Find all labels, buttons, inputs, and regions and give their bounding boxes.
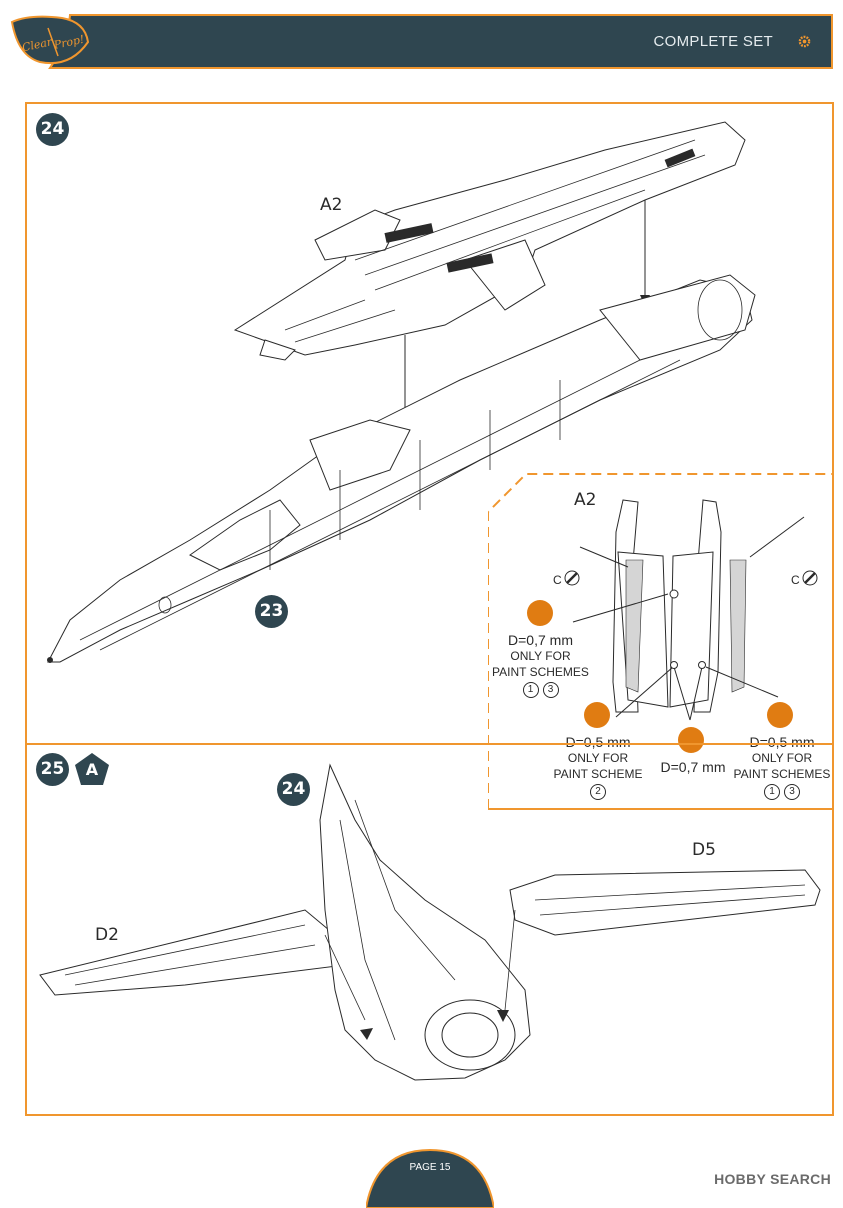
hole-3-note: D=0,7 mm [653,759,733,775]
page-tab-shape [366,1148,494,1208]
wing-assembly-drawing [39,763,821,1081]
part-d5-label: D5 [692,840,716,860]
clear-prop-logo: Clear Prop! [21,27,86,57]
hole-1-line1: ONLY FOR [510,649,571,663]
drill-icon [767,702,793,728]
drill-icon [584,702,610,728]
part-d2-label: D2 [95,925,119,945]
scheme-3: 3 [784,784,800,800]
scheme-1: 1 [764,784,780,800]
hole-4-size: D=0,5 mm [749,734,815,750]
hole-3-size: D=0,7 mm [660,759,726,775]
hole-1-size: D=0,7 mm [508,632,573,648]
svg-text:Clear: Clear [21,35,54,54]
inset-border [488,473,834,810]
cement-right-label: C [791,573,800,587]
scheme-3: 3 [542,682,559,698]
hole-4-line2: PAINT SCHEMES [733,767,831,781]
scheme-1: 1 [522,682,539,698]
cement-icon [564,570,580,586]
watermark: HOBBY SEARCH [714,1171,831,1187]
step-24-badge: 24 [36,113,69,146]
variant-a-label: A [85,760,99,779]
page-header: Clear Prop! COMPLETE SET [10,12,835,70]
page-number: PAGE 15 [409,1162,451,1173]
cement-left-label: C [553,573,562,587]
scheme-2: 2 [590,784,606,800]
hole-2-line1: ONLY FOR [567,751,629,765]
drilling-detail-inset: A2 C C D=0,7 mm ONLY FOR PAINT SCHEMES 1… [488,472,834,810]
variant-a-badge [75,753,109,785]
hole-2-size: D=0,5 mm [565,734,631,750]
subassembly-23-badge: 23 [255,595,288,628]
hole-2-line2: PAINT SCHEME [553,767,643,781]
inset-part-a2-label: A2 [574,490,597,510]
header-bar [10,14,833,69]
hole-4-line1: ONLY FOR [751,751,813,765]
cement-icon [802,570,818,586]
drill-icon [678,727,704,753]
hole-2-note: D=0,5 mm ONLY FOR PAINT SCHEME 2 [548,734,648,800]
subassembly-24-badge: 24 [277,773,310,806]
hole-1-line2: PAINT SCHEMES [492,665,589,679]
header-title: COMPLETE SET [653,33,773,50]
step-25-panel [25,743,834,1116]
part-a2-label: A2 [320,195,343,215]
svg-text:Prop!: Prop! [52,33,86,52]
step-25-badge: 25 [36,753,69,786]
upper-fuselage-part-drawing [233,121,746,361]
gear-icon [798,35,811,48]
page-footer: PAGE 15 [366,1148,494,1208]
fuselage-drawing [47,274,756,663]
drill-icon [527,600,553,626]
